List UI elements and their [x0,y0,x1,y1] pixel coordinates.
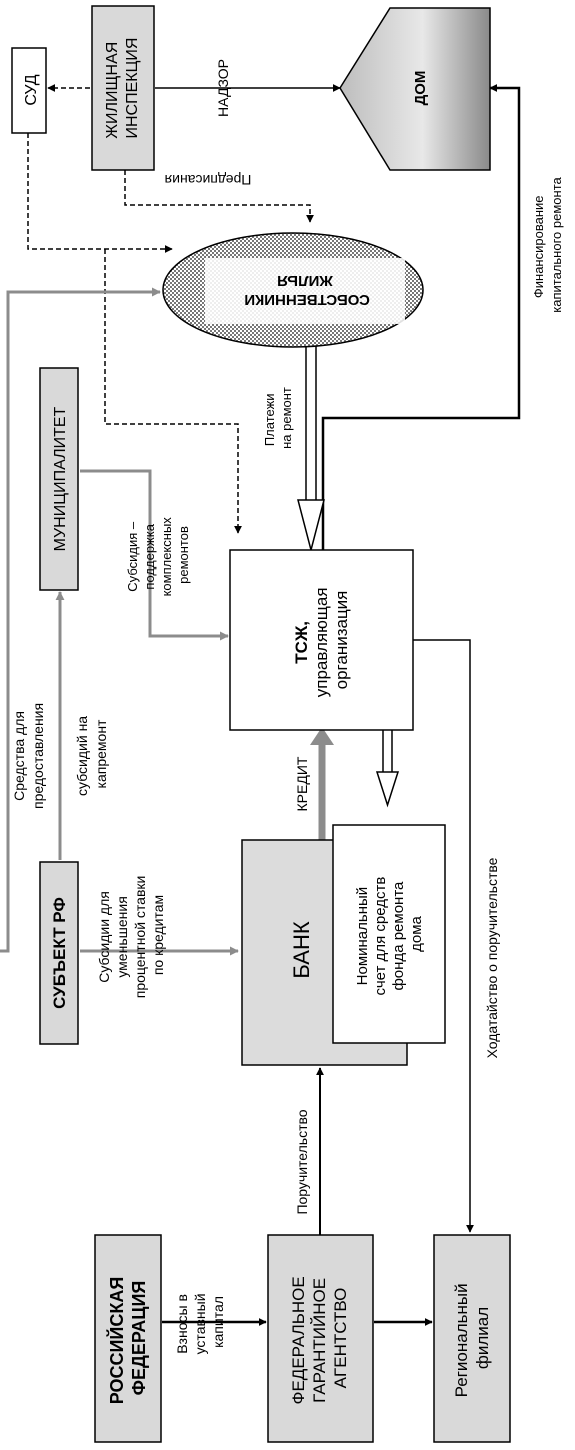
nominal-line-1: Номинальный [354,887,371,986]
connectors [0,84,521,1326]
sud-label: СУД [23,74,40,105]
nominal-line-4: дома [408,915,425,951]
svg-text:ФЕДЕРАЛЬНОЕ ГАРАНТИЙНОЕ: ФЕДЕРАЛЬНОЕ ГАРАНТИЙНОЕ АГЕНТСТВО [289,1272,350,1405]
arrow-petition [413,639,474,1233]
branch-line-1: Региональный [452,1283,471,1397]
rf-line-2: ФЕДЕРАЦИЯ [129,1281,149,1396]
node-sud: СУД [11,47,47,134]
arrow-payments [297,340,325,553]
branch-line-2: филиал [473,1307,492,1369]
node-tszh: ТСЖ, управляющая организация [229,549,414,731]
label-financing-1: Финансирование [531,196,546,299]
label-financing-2: капитального ремонта [549,177,564,313]
inspection-line-2: ИНСПЕКЦИЯ [124,38,141,139]
label-kredit: КРЕДИТ [294,756,310,811]
svg-text:Субсидия – поддержка: Субсидия – поддержка комплексных ремонто… [125,514,191,597]
node-subject: СУБЪЕКТ РФ [39,861,79,1045]
label-guarantee: Поручительство [294,1109,310,1214]
inspection-line-1: ЖИЛИЩНАЯ [104,42,121,139]
municipality-label: МУНИЦИПАЛИТЕТ [52,406,69,551]
label-funds-subsidies-3: субсидий на [74,716,90,796]
label-petition: Ходатайство о поручительстве [484,857,500,1058]
label-funds-subsidies-2: предоставления [30,703,46,809]
svg-text:Платежи на ремонт: Платежи на ремонт [262,387,294,449]
node-russian-federation: РОССИЙСКАЯ ФЕДЕРАЦИЯ [94,1234,162,1443]
owners-line-1: СОБСТВЕННИКИ [244,291,370,308]
nominal-line-3: фонда ремонта [390,881,407,991]
node-nominal-account: Номинальный счет для средств фонда ремон… [332,824,446,1044]
label-subsidy-rate-1: Субсидии для [96,891,112,983]
edge-labels: НАДЗОР Предписания Финансирование капита… [11,59,564,1354]
svg-text:Взносы в уставный: Взносы в уставный капитал [174,1290,226,1355]
dom-label: ДОМ [412,71,429,106]
svg-text:ТСЖ, управляющая о: ТСЖ, управляющая организация [292,583,351,698]
label-subsidy-municipal-4: ремонтов [176,526,191,584]
node-owners: СОБСТВЕННИКИ ЖИЛЬЯ [162,232,424,348]
node-inspection: ЖИЛИЩНАЯ ИНСПЕКЦИЯ [91,5,155,171]
label-contributions-3: капитал [210,1296,226,1348]
svg-text:Финансирование капитальн: Финансирование капитального ремонта [531,177,564,313]
label-predpisaniya: Предписания [165,172,252,188]
subject-label: СУБЪЕКТ РФ [50,897,69,1009]
owners-line-2: ЖИЛЬЯ [277,272,334,289]
rf-line-1: РОССИЙСКАЯ [106,1277,127,1405]
arrow-to-nominal [375,730,400,808]
node-regional-branch: Региональный филиал [433,1234,511,1443]
label-nadzor: НАДЗОР [215,59,231,117]
tszh-line-1: ТСЖ, [292,621,311,664]
agency-line-2: ГАРАНТИЙНОЕ [310,1278,329,1403]
label-contributions-1: Взносы в [174,1294,190,1354]
label-payments-1: Платежи [262,393,277,446]
tszh-line-2: управляющая [312,587,331,697]
label-subsidy-municipal-3: комплексных [159,517,174,597]
arrow-sud-to-owners [27,133,173,253]
svg-text:Региональный филиал: Региональный филиал [452,1279,492,1398]
agency-line-3: АГЕНТСТВО [331,1288,350,1389]
arrow-predpisaniya [124,170,314,223]
svg-text:Субсидии для уменьшения: Субсидии для уменьшения процентной ставк… [96,872,166,999]
tszh-line-3: организация [332,591,351,690]
label-subsidy-municipal-2: поддержка [142,523,157,589]
label-contributions-2: уставный [192,1293,208,1354]
node-municipality: МУНИЦИПАЛИТЕТ [39,367,79,591]
agency-line-1: ФЕДЕРАЛЬНОЕ [289,1276,308,1404]
label-funds-subsidies-4: капремонт [93,719,109,789]
svg-text:РОССИЙСКАЯ ФЕДЕРАЦИЯ: РОССИЙСКАЯ ФЕДЕРАЦИЯ [106,1272,149,1405]
svg-text:ЖИЛИЩНАЯ ИНСПЕКЦИЯ: ЖИЛИЩНАЯ ИНСПЕКЦИЯ [104,37,141,139]
svg-text:СОБСТВЕННИКИ ЖИЛЬЯ: СОБСТВЕННИКИ ЖИЛЬЯ [240,272,370,308]
arrow-subject-to-owners [0,287,161,953]
arrow-municipality-to-tszh [80,469,229,641]
arrow-sud-to-tszh [104,249,242,534]
label-payments-2: на ремонт [279,387,294,449]
label-funds-subsidies-1: Средства для [11,711,27,801]
label-subsidy-rate-4: по кредитам [150,895,166,975]
bank-label: БАНК [289,921,314,979]
label-subsidy-rate-3: процентной ставки [132,876,148,999]
label-subsidy-municipal-1: Субсидия – [125,521,140,592]
svg-text:Средства для предоставле: Средства для предоставления субсидий на … [11,699,109,809]
node-dom: ДОМ [339,7,491,171]
node-federal-agency: ФЕДЕРАЛЬНОЕ ГАРАНТИЙНОЕ АГЕНТСТВО [267,1234,374,1443]
arrow-financing [321,84,521,550]
svg-text:Номинальный счет для сре: Номинальный счет для средств фонда ремон… [354,873,425,996]
nominal-line-2: счет для средств [372,877,389,996]
label-subsidy-rate-2: уменьшения [114,896,130,977]
